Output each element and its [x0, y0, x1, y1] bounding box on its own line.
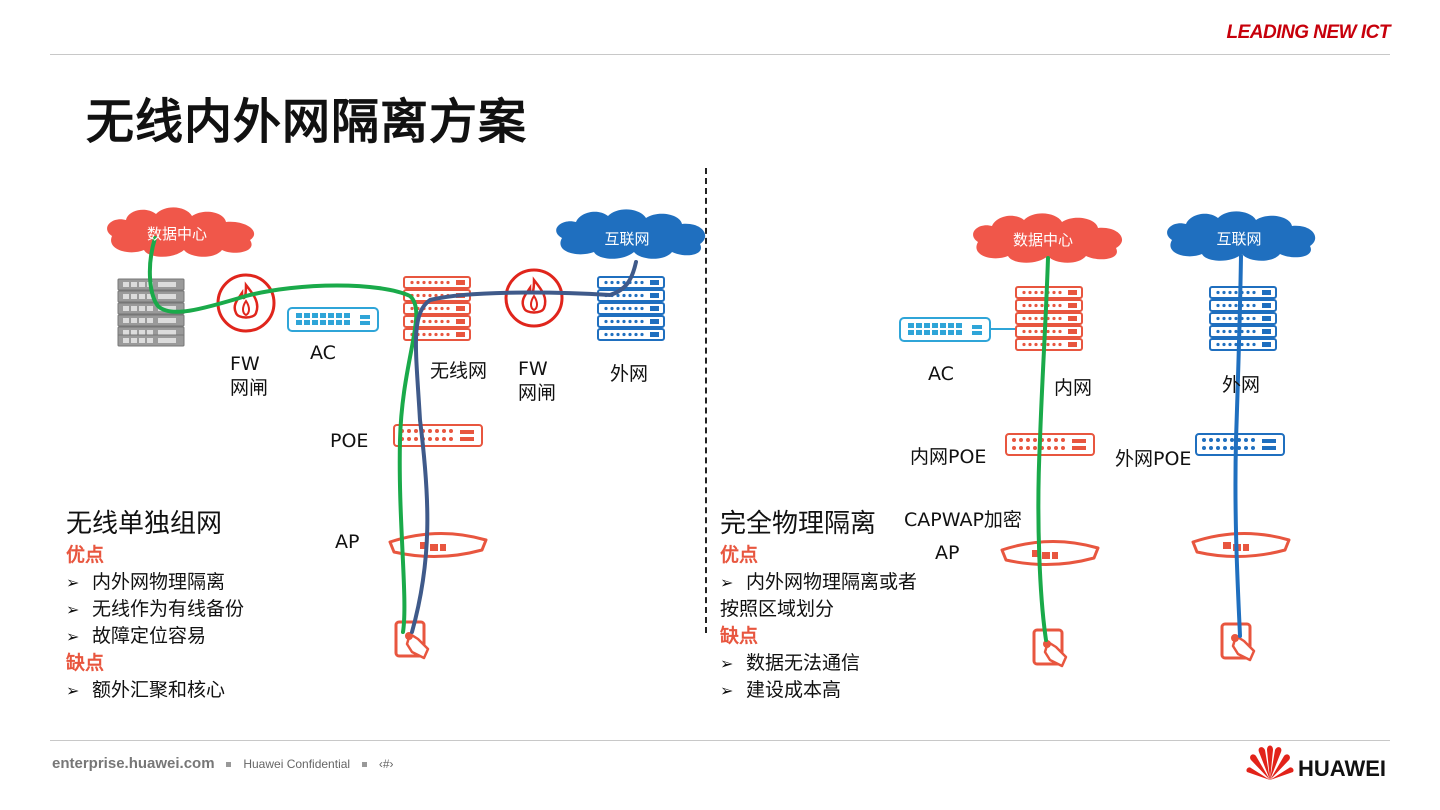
left-summary: 无线单独组网 优点 ➢内外网物理隔离 ➢无线作为有线备份 ➢故障定位容易 缺点 … [66, 503, 244, 702]
fw2-sublabel: 网闸 [518, 382, 557, 404]
outer-network-stack-icon-left [597, 276, 665, 341]
link-blue-right [1233, 254, 1243, 638]
arrow-bullet-icon: ➢ [66, 573, 80, 592]
cloud-internet-right [1167, 211, 1316, 261]
left-con-item: ➢ 额外汇聚和核心 [66, 675, 244, 702]
left-pros-label: 优点 [66, 544, 105, 566]
footer-separator [226, 761, 232, 767]
right-pros-label: 优点 [720, 544, 759, 566]
ac-label-right: AC [928, 363, 954, 385]
inner-network-stack-icon [1015, 286, 1083, 351]
arrow-bullet-icon: ➢ [720, 573, 734, 592]
inner-poe-switch-icon [1005, 433, 1095, 456]
footer-divider [50, 740, 1390, 741]
right-con-item: ➢ 建设成本高 [720, 675, 917, 702]
right-summary-heading: 完全物理隔离 [720, 509, 877, 539]
outer-poe-label: 外网POE [1115, 448, 1192, 470]
right-cons-label: 缺点 [720, 625, 759, 647]
outer-network-stack-icon-right [1209, 286, 1277, 351]
poe-label-left: POE [330, 430, 369, 452]
footer-confidential: Huawei Confidential [243, 757, 351, 771]
outer-network-label-right: 外网 [1222, 374, 1261, 396]
ac-label-left: AC [310, 342, 336, 364]
footer: enterprise.huawei.com Huawei Confidentia… [52, 755, 394, 772]
left-pro-item: ➢ 无线作为有线备份 [66, 594, 244, 621]
ap-label-left: AP [335, 531, 360, 553]
left-pro-item-text: 内外网物理隔离 [92, 571, 226, 593]
cloud-internet-right-label: 互联网 [1216, 230, 1262, 248]
fw2-label-group: FW 网闸 [518, 357, 556, 405]
arrow-bullet-icon: ➢ [66, 681, 80, 700]
arrow-bullet-icon: ➢ [66, 627, 80, 646]
access-point-icon-outer [1191, 531, 1291, 559]
left-pro-item: ➢ 内外网物理隔离 [66, 567, 244, 594]
right-pro-item-continued: 按照区域划分 [720, 598, 835, 620]
brand-slogan-part1: LEADING [1226, 22, 1310, 43]
page-title: 无线内外网隔离方案 [86, 94, 528, 150]
brand-slogan: LEADING NEW ICT [1227, 22, 1391, 44]
inner-poe-label: 内网POE [910, 446, 987, 468]
left-pro-item-text: 无线作为有线备份 [92, 598, 245, 620]
fw1-sublabel: 网闸 [230, 377, 269, 399]
left-summary-heading: 无线单独组网 [66, 509, 223, 539]
cloud-internet-left [556, 209, 706, 259]
cloud-datacenter-right [973, 213, 1123, 263]
fw1-label-group: FW 网闸 [230, 352, 268, 400]
arrow-bullet-icon: ➢ [720, 681, 734, 700]
cloud-datacenter-left [107, 207, 255, 257]
ac-switch-icon-left [287, 307, 379, 332]
right-pro-item-text: 内外网物理隔离或者 [746, 571, 918, 593]
fw2-label: FW [518, 358, 548, 380]
firewall-icon-right [504, 268, 564, 328]
footer-separator [361, 761, 367, 767]
footer-page-number: ‹#› [378, 757, 394, 771]
left-con-item-text: 额外汇聚和核心 [92, 679, 226, 701]
outer-poe-switch-icon [1195, 433, 1285, 456]
tablet-icon-inner [1032, 628, 1068, 668]
link-slate-left [410, 260, 638, 634]
inner-network-label: 内网 [1054, 377, 1093, 399]
link-green-right [1036, 256, 1050, 642]
huawei-logo-icon [1246, 745, 1294, 780]
right-pro-item: ➢ 内外网物理隔离或者 [720, 567, 917, 594]
ap-label-right: AP [935, 542, 960, 564]
right-con-item: ➢ 数据无法通信 [720, 648, 917, 675]
ac-switch-icon-right [899, 317, 1016, 342]
fw1-label: FW [230, 353, 260, 375]
poe-switch-icon-left [393, 424, 483, 447]
right-con-item-text: 数据无法通信 [746, 652, 861, 674]
right-con-item-text: 建设成本高 [746, 679, 842, 701]
cloud-internet-left-label: 互联网 [604, 230, 650, 248]
section-divider [705, 168, 707, 633]
right-summary: 完全物理隔离 优点 ➢ 内外网物理隔离或者 按照区域划分 缺点 ➢ 数据无法通信 ➢… [720, 503, 917, 702]
cloud-datacenter-right-label: 数据中心 [1012, 231, 1073, 249]
arrow-bullet-icon: ➢ [720, 654, 734, 673]
left-pro-item-text: 故障定位容易 [92, 625, 207, 647]
cloud-datacenter-left-label: 数据中心 [146, 225, 207, 243]
outer-network-label-left: 外网 [610, 363, 649, 385]
capwap-label: CAPWAP加密 [904, 509, 1022, 531]
brand-slogan-part2: NEW ICT [1313, 22, 1390, 43]
arrow-bullet-icon: ➢ [66, 600, 80, 619]
huawei-logo-text: HUAWEI [1298, 756, 1386, 781]
left-pro-item: ➢ 故障定位容易 [66, 621, 244, 648]
wireless-network-label: 无线网 [430, 360, 488, 382]
access-point-icon-inner [1000, 539, 1100, 567]
link-green-left [147, 236, 419, 634]
footer-site: enterprise.huawei.com [52, 755, 215, 772]
top-divider [50, 54, 1390, 55]
left-cons-label: 缺点 [66, 652, 105, 674]
